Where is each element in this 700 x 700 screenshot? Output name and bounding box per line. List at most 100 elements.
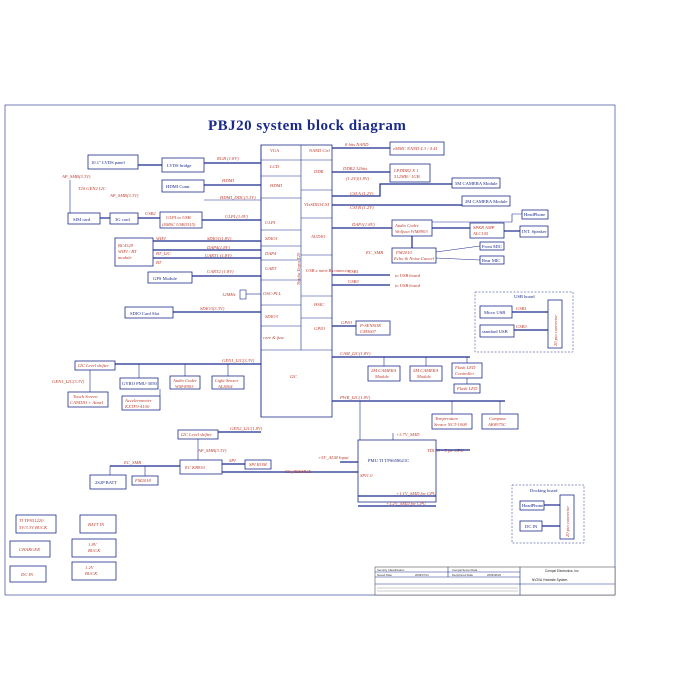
ulpi-usb-label2: (SMSC USB3315) — [162, 222, 196, 227]
codec-label-2: Wolfson WM8903 — [395, 229, 428, 234]
cam2m-box — [461, 195, 511, 207]
psensor-label-2: CM3607 — [360, 329, 377, 334]
spkr-label-2: ALC105 — [472, 231, 489, 236]
3g-card-label: 3G card — [115, 217, 130, 222]
ec-resmue-label: EC_RESMUE — [284, 469, 311, 474]
buck18-box — [71, 538, 117, 558]
cam2m-s-label-2: Module — [374, 374, 389, 379]
light-label-1: Light Sensor — [214, 378, 239, 383]
v12-label: (1.2V)(1.8V) — [346, 176, 370, 181]
port-hdmi: HDMI — [269, 183, 282, 188]
rgb-label: RGB (1.8V) — [216, 156, 239, 161]
port-nand: NAND Ctrl — [308, 148, 331, 153]
port-i2c: I2C — [289, 374, 298, 379]
port-gpio: GPIO — [314, 326, 326, 331]
uart2-label: UART2 (1.8V) — [207, 269, 234, 274]
gen1-i2c-label: GEN1_I2C(3.3V) — [222, 358, 255, 363]
port-osc: OSC-PLL — [263, 291, 282, 296]
charger-box — [9, 540, 51, 558]
csia-label: CSI A (1.2V) — [350, 191, 374, 196]
rear-mic-label: Rear MIC — [482, 258, 501, 263]
to-usb2-label: to USB board — [395, 283, 421, 288]
codec-label-1: Audio Codec — [394, 223, 419, 228]
tb-date1: 2009/07/11 — [415, 573, 429, 577]
usb3-label: USB3 — [348, 279, 359, 284]
port-core: core & fuse — [263, 335, 284, 340]
tb-date2: 2009/08/20 — [487, 573, 501, 577]
cam5m-box — [451, 177, 501, 189]
gen2-i2c-label: GEN2_I2C(1.8V) — [230, 426, 263, 431]
port-uart: UART — [265, 266, 277, 271]
bcm-module-box — [114, 237, 154, 267]
port-ddr: DDR — [313, 169, 324, 174]
tb-company: Compal Electronics, Inc. — [545, 569, 579, 573]
spi-rom-label: SPI ROM — [249, 462, 268, 467]
port-csi: VIxSDIO/CSI — [304, 202, 329, 207]
lvds-bridge-label: LVDS bridge — [167, 163, 191, 168]
dock-hp-label: HeadPhone — [522, 503, 543, 508]
buck12-box — [71, 561, 117, 581]
ddr2-label: DDR2 32bits — [342, 166, 367, 171]
soc-name: Nvidia Tegra T20 — [296, 252, 301, 286]
t20-gen2-label: T20 GEN2 I2C — [78, 186, 107, 191]
ulpi-usb-label: ULPI to USB — [166, 215, 191, 220]
usb3b-label: USB3 — [516, 324, 527, 329]
pwr-i2c-label: PWR_I2C(1.8V) — [339, 395, 371, 400]
fm2018-label: FM2018 — [134, 478, 152, 483]
micro-usb-label: Micro USB — [484, 310, 505, 315]
bt-i2c-label: BT_I2C — [156, 251, 171, 256]
buck12-label-1: 1.2V — [85, 565, 95, 570]
std-usb-box — [479, 324, 515, 338]
temp-label-2: Sensor NCT-1008 — [434, 422, 467, 427]
buck12-label-2: BUCK — [85, 571, 98, 576]
accel-box — [121, 395, 161, 411]
nand8-label: 8 bits NAND — [345, 142, 369, 147]
headphone-label: HeadPhone — [524, 212, 545, 217]
psensor-label-1: P-SENSOR — [359, 323, 381, 328]
flash-label-1: Flash LED — [454, 365, 476, 370]
soc-box — [260, 144, 333, 418]
dc-in-label: DC IN — [20, 572, 34, 577]
audio-codec-s-label-2: WM-8903 — [175, 384, 194, 389]
hdmi-conn-label: HDMI Conn. — [166, 184, 191, 189]
accel-label-2: KXTF9-4100 — [124, 404, 150, 409]
tb-secret: Compal Secret Data — [452, 568, 478, 572]
pin20-label: 20 pin connector — [553, 315, 558, 346]
gpio-label: GPIO — [341, 320, 353, 325]
lvds-panel-label: 10.1" LVDS panel — [91, 160, 125, 165]
fm2010-label-2: Echo & Noise Cancel — [393, 256, 435, 261]
cam5m-s-label-1: 5M CAMERA — [413, 368, 439, 373]
audio-codec-s-label-1: Audio Codec — [172, 378, 197, 383]
touch-label-1: Touch Screen — [73, 394, 98, 399]
usb-board-frame — [474, 291, 574, 353]
spi1-label: SPI1.0 — [360, 473, 373, 478]
sdio-card-label: SDIO Card Slot — [130, 311, 160, 316]
sdio3-label: SDIO3(3.3V) — [200, 306, 225, 311]
hdmi-conn-box — [161, 179, 205, 193]
batt-box — [89, 474, 127, 490]
bt-label: BT — [156, 260, 162, 265]
wifi-label: WIFI — [156, 236, 166, 241]
crystal-icon — [239, 289, 247, 300]
ulpi18-label: ULPI (1.8V) — [225, 214, 248, 219]
dap4-label: DAP4(1.8V) — [206, 245, 230, 250]
tb-title: NV20A Yosemite System — [532, 578, 568, 582]
ap-smb-label: AP_SMB(3.3V) — [61, 174, 91, 179]
lpddr-label-2: 512MB / 1GB — [394, 174, 420, 179]
to-usb-label: to USB board — [395, 273, 421, 278]
gps-module-box — [147, 271, 193, 284]
compass-label-1: Compass — [489, 416, 506, 421]
flash-label-2: Controller — [455, 371, 474, 376]
sdio1-label: SDIO1(1.8V) — [207, 236, 232, 241]
emmc-label: eMMC NAND 4.3 / 4.41 — [393, 146, 438, 151]
gyro-label: GYRO PMU-3050 — [122, 381, 158, 386]
ec-smb-label: EC_SMB — [365, 250, 383, 255]
compass-label-2: AK8975C — [487, 422, 507, 427]
charger-label: CHARGER — [19, 547, 40, 552]
bcm-label-1: BC4329 — [118, 243, 134, 248]
cam5m-label: 5M CAMERA Module — [455, 181, 497, 186]
i2c-shifter-box — [74, 360, 116, 371]
lpddr-box — [389, 163, 431, 183]
buck18-label-2: BUCK — [88, 548, 101, 553]
